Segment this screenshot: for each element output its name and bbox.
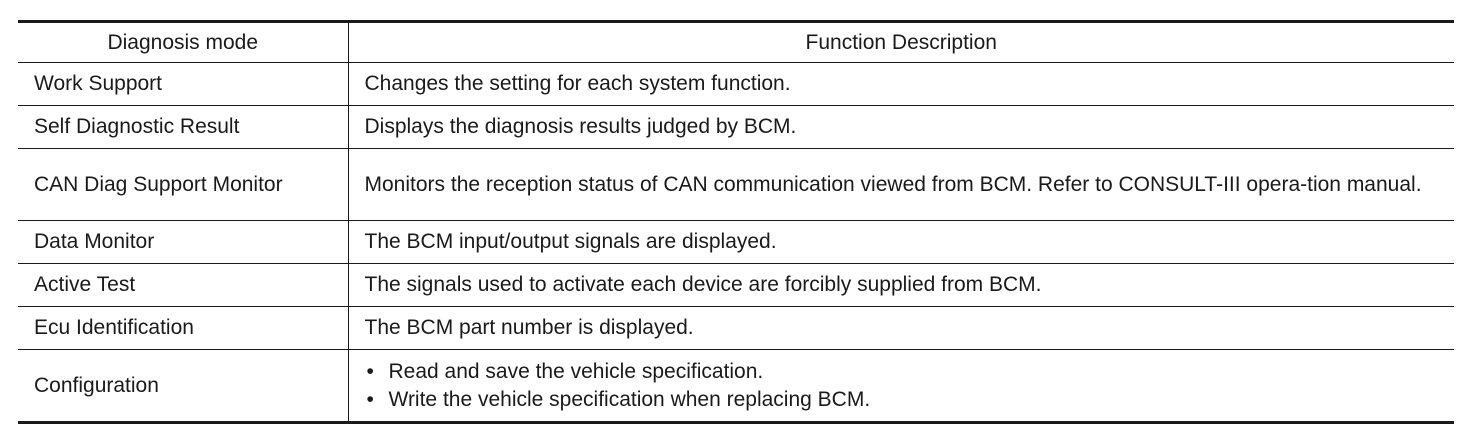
table-row: Self Diagnostic Result Displays the diag…	[18, 105, 1454, 149]
table-row: CAN Diag Support Monitor Monitors the re…	[18, 148, 1454, 221]
description-cell: Monitors the reception status of CAN com…	[348, 148, 1454, 221]
description-cell: Changes the setting for each system func…	[348, 62, 1454, 106]
table-row: Work Support Changes the setting for eac…	[18, 62, 1454, 106]
list-item-text: Read and save the vehicle specification.	[388, 359, 764, 383]
mode-cell: Data Monitor	[18, 220, 349, 264]
list-item: • Read and save the vehicle specificatio…	[365, 358, 1425, 386]
description-cell: The signals used to activate each device…	[348, 263, 1454, 307]
header-row: Diagnosis mode Function Description	[18, 20, 1454, 63]
list-item-text: Write the vehicle specification when rep…	[388, 387, 871, 411]
diagnosis-mode-table-container: Diagnosis mode Function Description Work…	[18, 20, 1454, 424]
mode-cell: CAN Diag Support Monitor	[18, 148, 349, 221]
description-cell: The BCM part number is displayed.	[348, 306, 1454, 350]
header-diagnosis-mode: Diagnosis mode	[18, 20, 349, 63]
description-cell: The BCM input/output signals are display…	[348, 220, 1454, 264]
list-item: • Write the vehicle specification when r…	[365, 386, 1425, 414]
bullet-icon: •	[366, 359, 374, 383]
header-function-description: Function Description	[348, 20, 1454, 63]
mode-cell: Work Support	[18, 62, 349, 106]
table-row: Configuration • Read and save the vehicl…	[18, 349, 1454, 424]
mode-cell: Configuration	[18, 349, 349, 424]
bullet-icon: •	[366, 387, 374, 411]
table-body: Work Support Changes the setting for eac…	[18, 62, 1454, 424]
description-cell: • Read and save the vehicle specificatio…	[348, 349, 1454, 424]
mode-cell: Active Test	[18, 263, 349, 307]
bullet-list: • Read and save the vehicle specificatio…	[365, 358, 1425, 414]
table-header: Diagnosis mode Function Description	[18, 20, 1454, 63]
table-row: Data Monitor The BCM input/output signal…	[18, 220, 1454, 264]
description-cell: Displays the diagnosis results judged by…	[348, 105, 1454, 149]
table-row: Active Test The signals used to activate…	[18, 263, 1454, 307]
table-row: Ecu Identification The BCM part number i…	[18, 306, 1454, 350]
mode-cell: Ecu Identification	[18, 306, 349, 350]
mode-cell: Self Diagnostic Result	[18, 105, 349, 149]
diagnosis-mode-table: Diagnosis mode Function Description Work…	[18, 20, 1454, 424]
